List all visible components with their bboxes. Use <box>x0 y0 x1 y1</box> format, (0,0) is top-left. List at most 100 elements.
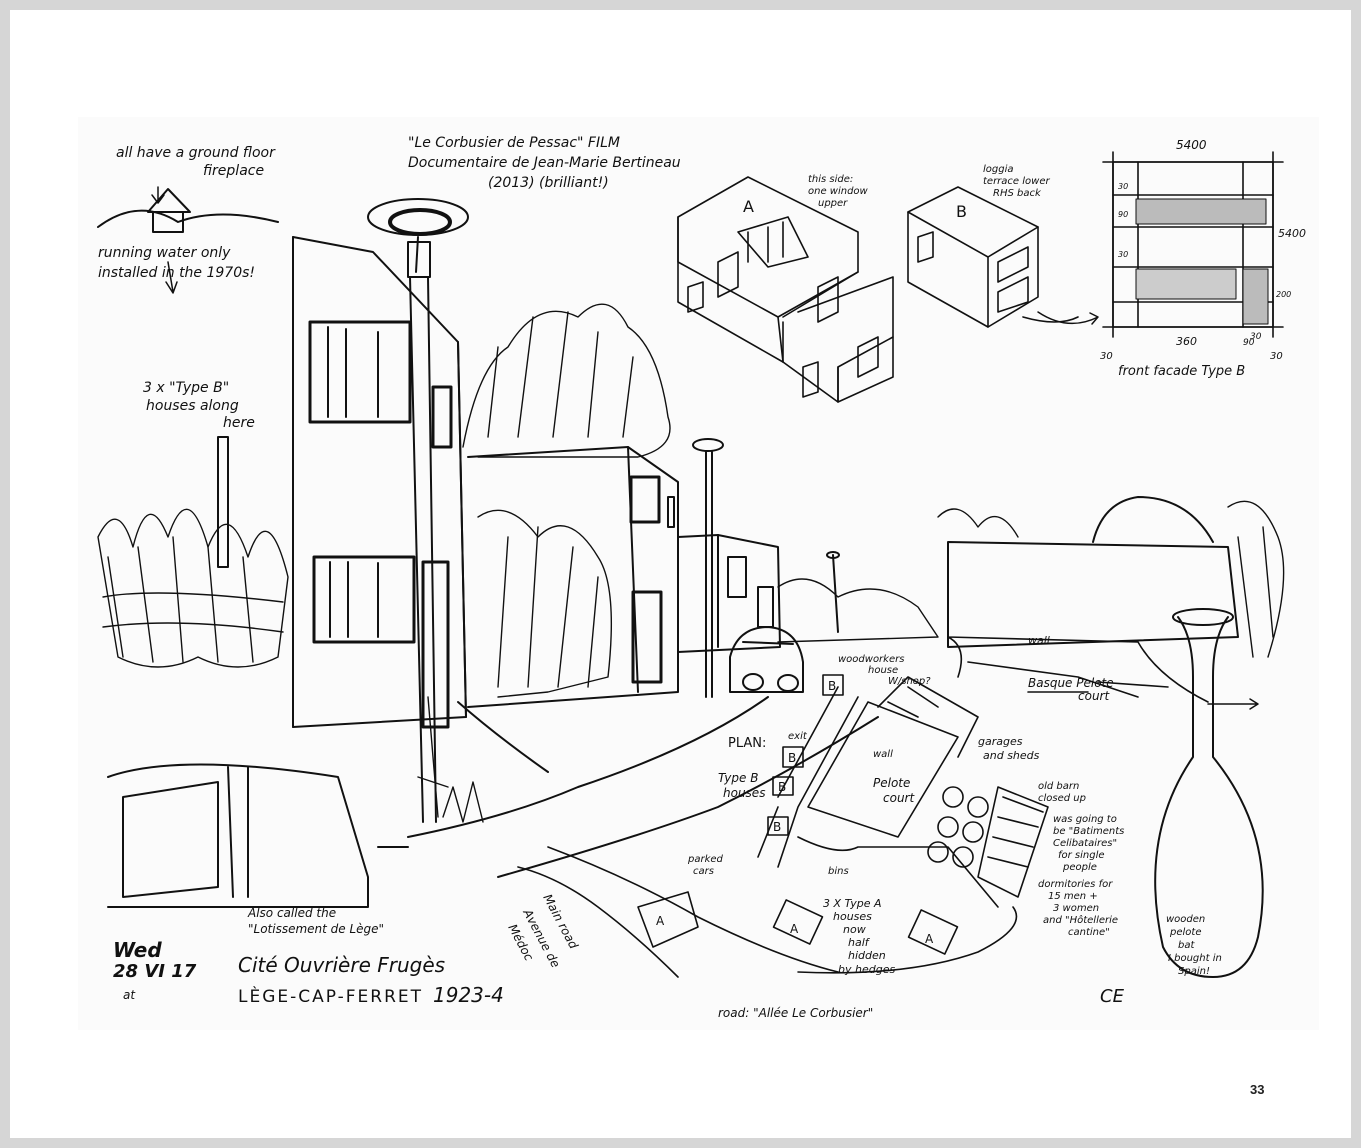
iso-house-b <box>907 186 1079 328</box>
bat-note-1: wooden <box>1166 914 1205 925</box>
parked-car <box>729 626 804 693</box>
plan-typea-4: half <box>848 936 871 949</box>
ink-sketch: all have a ground floor fireplace "Le Co… <box>78 117 1319 1030</box>
bat-note-4: I bought in <box>1168 953 1222 964</box>
iso-b-label: B <box>956 202 967 221</box>
iso-a-note-3: upper <box>818 198 848 209</box>
plan-woodworkers-3: W/shop? <box>888 676 931 687</box>
pelote-bat <box>1154 608 1264 978</box>
plan-oldbarn-4: be "Batiments <box>1053 826 1124 837</box>
plan-pelote-2: court <box>883 791 915 805</box>
elevation-dim-side-30: 30 <box>1118 182 1128 191</box>
iso-a-label: A <box>743 197 754 216</box>
plan-b-2: B <box>788 751 796 765</box>
sketch-title: Cité Ouvrière Frugès <box>238 953 445 977</box>
sketch-location: LÈGE-CAP-FERRET <box>238 985 423 1007</box>
plan-basque-2: court <box>1078 689 1110 703</box>
plan-oldbarn-3: was going to <box>1053 814 1117 825</box>
plan-oldbarn-10: 3 women <box>1053 903 1099 914</box>
plan-typeb-2: houses <box>723 786 765 800</box>
film-line-2: Documentaire de Jean-Marie Bertineau <box>408 155 681 171</box>
plan-typea-1: 3 X Type A <box>823 897 882 910</box>
fireplace-note-2: fireplace <box>203 163 264 179</box>
plan-pelote-1: Pelote <box>873 776 910 790</box>
plan-exit: exit <box>788 731 808 742</box>
facade-elevation <box>1102 151 1284 338</box>
plan-a-3: A <box>925 932 934 946</box>
street-lamp-1 <box>367 198 469 823</box>
plan-b-1: B <box>828 679 836 693</box>
bat-note-5: Spain! <box>1178 966 1210 977</box>
plan-bins: bins <box>828 866 849 877</box>
sketch-years: 1923-4 <box>433 983 504 1007</box>
film-line-1: "Le Corbusier de Pessac" FILM <box>408 135 620 151</box>
elevation-dim-side-90: 90 <box>1118 210 1128 219</box>
typeb-note-2: houses along <box>146 398 239 414</box>
plan-typea-2: houses <box>833 910 872 923</box>
plan-road: road: "Allée Le Corbusier" <box>718 1006 873 1020</box>
vegetation <box>97 303 1285 823</box>
signature: CE <box>1100 986 1125 1007</box>
plan-b-4: B <box>773 820 781 834</box>
house-left <box>217 236 467 729</box>
elevation-dim-30-right: 30 <box>1270 351 1283 362</box>
plan-oldbarn-6: for single <box>1058 850 1105 861</box>
wall-dome <box>947 496 1239 648</box>
iso-a-note-2: one window <box>808 186 869 197</box>
typeb-note-3: here <box>223 415 255 431</box>
plan-basque-1: Basque Pelote <box>1028 676 1114 690</box>
elevation-dim-200: 200 <box>1276 290 1291 299</box>
date-at: at <box>123 988 136 1002</box>
book-page: all have a ground floor fireplace "Le Co… <box>10 10 1351 1138</box>
plan-oldbarn-11: and "Hôtellerie <box>1043 914 1118 926</box>
plan-woodworkers-1: woodworkers <box>838 654 904 665</box>
chimney <box>97 188 279 233</box>
plan-wall-2: wall <box>873 749 893 760</box>
street-lamp-2 <box>692 438 724 698</box>
plan-a-2: A <box>790 922 799 936</box>
elevation-dim-side: 5400 <box>1278 227 1306 240</box>
bat-note-2: pelote <box>1169 927 1201 938</box>
plan-oldbarn-9: 15 men + <box>1048 891 1098 902</box>
plan-a-1: A <box>656 914 665 928</box>
plan-b-3: B <box>778 780 786 794</box>
plan-oldbarn-5: Celibataires" <box>1053 838 1117 849</box>
foreground-car <box>107 763 369 908</box>
fireplace-note-1: all have a ground floor <box>116 145 276 161</box>
elevation-dim-side-a: 30 <box>1118 250 1128 259</box>
plan-typea-6: by hedges <box>838 963 895 976</box>
water-note-2: installed in the 1970s! <box>98 265 255 281</box>
house-middle <box>467 446 679 708</box>
bat-note-3: bat <box>1178 940 1195 951</box>
iso-b-note-3: RHS back <box>993 188 1042 199</box>
plan-parked-2: cars <box>693 866 714 877</box>
sketch-drawing: all have a ground floor fireplace "Le Co… <box>97 135 1306 1020</box>
plan-garages-1: garages <box>978 735 1023 748</box>
iso-b-note-1: loggia <box>983 164 1014 175</box>
plan-oldbarn-1: old barn <box>1038 781 1079 792</box>
plan-label: PLAN: <box>728 736 766 751</box>
plan-oldbarn-7: people <box>1062 862 1097 873</box>
elevation-dim-bottom: 360 <box>1176 335 1197 348</box>
plan-oldbarn-2: closed up <box>1038 793 1086 804</box>
street-lamp-3 <box>826 551 840 633</box>
iso-house-a <box>677 176 894 403</box>
date-value: 28 VI 17 <box>113 961 197 982</box>
plan-typea-5: hidden <box>848 949 886 962</box>
plan-typeb-1: Type B <box>718 771 758 785</box>
plan-oldbarn-12: cantine" <box>1068 927 1110 938</box>
also-called-1: Also called the <box>247 906 336 920</box>
iso-a-note-1: this side: <box>808 174 853 185</box>
elevation-dim-30-mid: 30 <box>1250 332 1262 342</box>
date-day: Wed <box>113 938 162 962</box>
elevation-dim-top: 5400 <box>1176 138 1207 152</box>
site-plan <box>517 636 1209 978</box>
plan-oldbarn-8: dormitories for <box>1038 879 1113 890</box>
plan-garages-2: and sheds <box>983 749 1040 762</box>
plan-typea-3: now <box>843 923 866 936</box>
water-note-1: running water only <box>98 245 231 261</box>
also-called-2: "Lotissement de Lège" <box>248 922 384 936</box>
elevation-dim-30-left: 30 <box>1100 351 1113 362</box>
house-far <box>677 534 781 653</box>
page-number: 33 <box>1250 1082 1265 1097</box>
